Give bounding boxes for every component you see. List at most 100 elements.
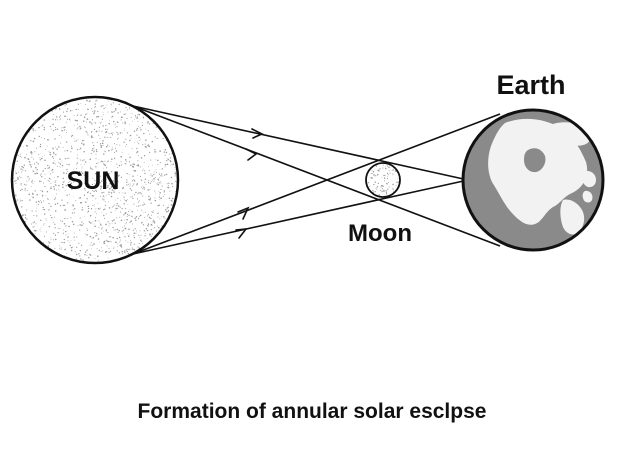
stipple-dot — [84, 253, 86, 256]
stipple-dot — [96, 141, 99, 143]
stipple-dot — [29, 199, 31, 201]
stipple-dot — [50, 186, 52, 188]
stipple-dot — [100, 105, 102, 107]
stipple-dot — [119, 239, 121, 241]
stipple-dot — [31, 164, 33, 166]
stipple-dot — [158, 182, 160, 184]
stipple-dot — [94, 110, 96, 112]
stipple-dot — [160, 175, 162, 177]
stipple-dot — [156, 212, 158, 214]
stipple-dot — [384, 190, 385, 192]
stipple-dot — [47, 245, 50, 247]
stipple-dot — [73, 232, 75, 234]
stipple-dot — [385, 193, 387, 195]
stipple-dot — [154, 151, 156, 153]
stipple-dot — [39, 156, 41, 158]
stipple-dot — [132, 120, 133, 122]
stipple-dot — [151, 211, 153, 213]
stipple-dot — [127, 233, 129, 235]
stipple-dot — [376, 188, 378, 190]
diagram-caption: Formation of annular solar esclpse — [138, 400, 487, 423]
stipple-dot — [50, 238, 52, 240]
stipple-dot — [46, 165, 48, 167]
stipple-dot — [71, 147, 73, 150]
stipple-dot — [15, 179, 17, 182]
stipple-dot — [39, 145, 42, 148]
stipple-dot — [148, 216, 151, 219]
stipple-dot — [105, 124, 107, 127]
stipple-dot — [134, 170, 137, 172]
earth-label: Earth — [496, 70, 565, 100]
stipple-dot — [60, 136, 62, 138]
stipple-dot — [141, 124, 144, 127]
stipple-dot — [151, 214, 152, 216]
stipple-dot — [125, 207, 127, 209]
stipple-dot — [48, 151, 50, 153]
stipple-dot — [60, 166, 62, 168]
stipple-dot — [374, 175, 376, 177]
stipple-dot — [110, 104, 112, 106]
stipple-dot — [128, 153, 130, 155]
stipple-dot — [151, 222, 153, 223]
stipple-dot — [103, 107, 105, 110]
stipple-dot — [137, 246, 139, 248]
stipple-dot — [59, 248, 61, 250]
stipple-dot — [158, 173, 161, 175]
stipple-dot — [150, 202, 152, 204]
stipple-dot — [113, 219, 115, 221]
stipple-dot — [383, 189, 385, 191]
stipple-dot — [96, 150, 98, 153]
stipple-dot — [130, 210, 132, 212]
stipple-dot — [78, 170, 81, 173]
stipple-dot — [97, 259, 99, 261]
stipple-dot — [21, 165, 23, 168]
stipple-dot — [75, 108, 77, 110]
stipple-dot — [379, 168, 381, 170]
stipple-dot — [157, 164, 159, 165]
stipple-dot — [100, 121, 102, 123]
stipple-dot — [98, 220, 100, 222]
stipple-dot — [40, 231, 42, 232]
stipple-dot — [69, 185, 71, 187]
stipple-dot — [61, 130, 63, 132]
stipple-dot — [64, 217, 66, 220]
stipple-dot — [129, 240, 131, 242]
stipple-dot — [132, 248, 134, 250]
stipple-dot — [131, 196, 133, 198]
stipple-dot — [142, 117, 144, 119]
stipple-dot — [389, 172, 391, 174]
stipple-dot — [24, 190, 26, 192]
stipple-dot — [132, 163, 134, 165]
stipple-dot — [109, 236, 111, 238]
stipple-dot — [102, 197, 104, 199]
stipple-dot — [63, 130, 65, 132]
stipple-dot — [136, 134, 138, 136]
stipple-dot — [43, 155, 45, 156]
stipple-dot — [59, 163, 61, 165]
stipple-dot — [124, 121, 126, 123]
stipple-dot — [37, 163, 40, 165]
stipple-dot — [15, 170, 16, 172]
stipple-dot — [98, 227, 100, 229]
stipple-dot — [132, 229, 134, 231]
stipple-dot — [388, 166, 390, 169]
stipple-dot — [124, 211, 127, 214]
stipple-dot — [64, 209, 66, 211]
stipple-dot — [22, 169, 24, 171]
stipple-dot — [100, 146, 103, 148]
stipple-dot — [34, 162, 36, 164]
stipple-dot — [89, 158, 92, 160]
stipple-dot — [75, 140, 77, 142]
stipple-dot — [42, 156, 43, 158]
stipple-dot — [124, 251, 126, 253]
stipple-dot — [157, 183, 159, 186]
stipple-dot — [54, 184, 56, 186]
sun-label: SUN — [67, 167, 120, 195]
stipple-dot — [119, 111, 121, 113]
stipple-dot — [96, 116, 98, 118]
stipple-dot — [84, 127, 86, 129]
stipple-dot — [135, 216, 138, 218]
stipple-dot — [62, 147, 64, 149]
stipple-dot — [101, 228, 103, 230]
stipple-dot — [169, 190, 171, 192]
